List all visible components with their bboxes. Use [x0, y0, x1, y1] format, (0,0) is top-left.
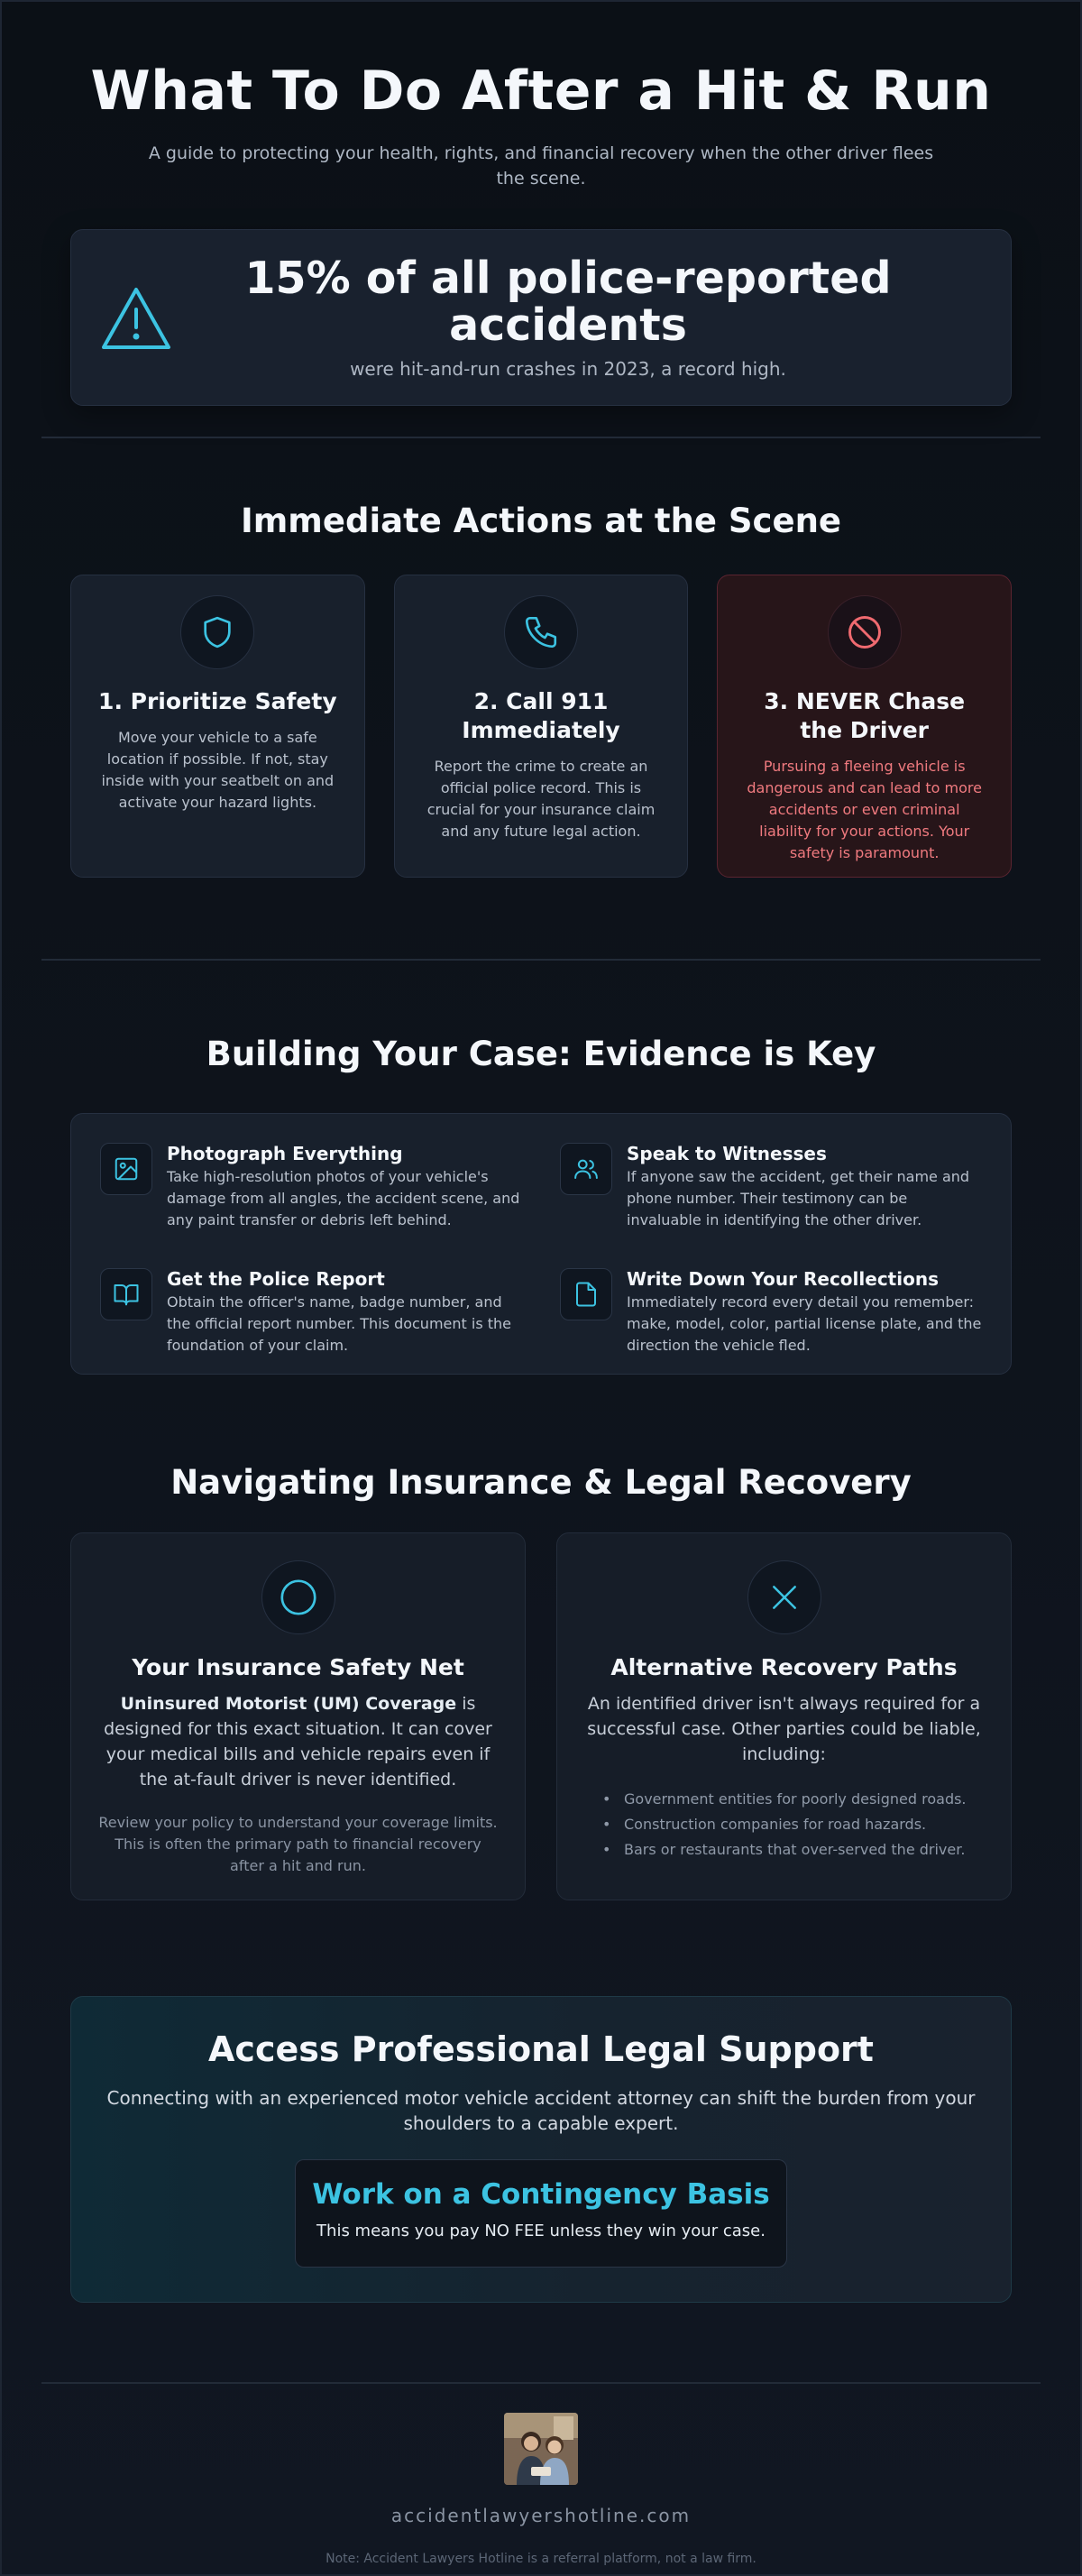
action-card-never-chase: 3. NEVER Chase the Driver Pursuing a fle… [717, 575, 1013, 878]
action-card-title: 3. NEVER Chase the Driver [764, 688, 966, 743]
evidence-item-title: Get the Police Report [167, 1268, 385, 1290]
page-subtitle: A guide to protecting your health, right… [148, 143, 934, 189]
divider [41, 437, 1041, 438]
stat-text: 15% of all police-reported accidents wer… [71, 253, 1011, 381]
list-item: Construction companies for road hazards. [602, 1812, 984, 1837]
users-icon [560, 1143, 612, 1195]
site-domain: accidentlawyershotline.com [390, 2505, 692, 2526]
recovery-title: Navigating Insurance & Legal Recovery [170, 1463, 912, 1502]
evidence-card: Photograph Everything Take high-resoluti… [70, 1113, 1012, 1375]
immediate-actions-title: Immediate Actions at the Scene [240, 501, 842, 540]
disclaimer: Note: Accident Lawyers Hotline is a refe… [326, 2552, 756, 2566]
hero: What To Do After a Hit & Run A guide to … [41, 2, 1041, 191]
evidence-item-witnesses: Speak to Witnesses If anyone saw the acc… [560, 1143, 982, 1248]
image-icon [100, 1143, 152, 1195]
action-card-title: 2. Call 911 Immediately [462, 688, 620, 743]
cta-text: Connecting with an experienced motor veh… [106, 2087, 976, 2134]
evidence-item-text: Take high-resolution photos of your vehi… [167, 1168, 520, 1228]
liable-parties-list: Government entities for poorly designed … [584, 1787, 984, 1863]
evidence-item-text: If anyone saw the accident, get their na… [627, 1168, 970, 1228]
action-card-title: 1. Prioritize Safety [98, 688, 337, 714]
insurance-note: Review your policy to understand your co… [98, 1814, 498, 1874]
list-item: Bars or restaurants that over-served the… [602, 1837, 984, 1863]
insurance-body: Uninsured Motorist (UM) Coverage is desi… [98, 1691, 498, 1792]
contingency-box: Work on a Contingency Basis This means y… [295, 2159, 787, 2268]
um-coverage-label: Uninsured Motorist (UM) Coverage [120, 1694, 457, 1714]
insurance-text: is designed for this exact situation. It… [104, 1694, 492, 1789]
alternative-recovery-card: Alternative Recovery Paths An identified… [556, 1532, 1012, 1900]
recovery-section: Your Insurance Safety Net Uninsured Moto… [70, 1532, 1012, 1900]
insurance-title: Your Insurance Safety Net [132, 1654, 464, 1680]
file-icon [560, 1268, 612, 1320]
book-icon [100, 1268, 152, 1320]
action-card-text: Move your vehicle to a safe location if … [101, 729, 335, 811]
immediate-actions: 1. Prioritize Safety Move your vehicle t… [70, 575, 1013, 878]
stat-caption: were hit-and-run crashes in 2023, a reco… [350, 358, 786, 380]
legal-support-card: Access Professional Legal Support Connec… [70, 1996, 1012, 2303]
evidence-item-title: Photograph Everything [167, 1143, 403, 1164]
evidence-item-police-report: Get the Police Report Obtain the officer… [100, 1268, 522, 1374]
evidence-item-photos: Photograph Everything Take high-resoluti… [100, 1143, 522, 1248]
evidence-item-title: Speak to Witnesses [627, 1143, 827, 1164]
evidence-item-text: Immediately record every detail you reme… [627, 1293, 982, 1354]
divider [41, 959, 1041, 961]
shield-icon [180, 595, 255, 669]
insurance-card: Your Insurance Safety Net Uninsured Moto… [70, 1532, 526, 1900]
list-item: Government entities for poorly designed … [602, 1787, 984, 1812]
evidence-item-recollections: Write Down Your Recollections Immediatel… [560, 1268, 982, 1374]
contingency-title: Work on a Contingency Basis [312, 2178, 770, 2211]
page-title: What To Do After a Hit & Run [90, 60, 992, 123]
contingency-text: This means you pay NO FEE unless they wi… [316, 2222, 766, 2240]
action-card-safety: 1. Prioritize Safety Move your vehicle t… [70, 575, 365, 878]
alternative-text: An identified driver isn't always requir… [587, 1694, 981, 1764]
action-card-text: Pursuing a fleeing vehicle is dangerous … [747, 758, 982, 861]
action-card-text: Report the crime to create an official p… [426, 758, 656, 840]
circle-icon [261, 1560, 335, 1634]
evidence-item-title: Write Down Your Recollections [627, 1268, 939, 1290]
divider [41, 2382, 1041, 2384]
footer: accidentlawyershotline.com Note: Acciden… [41, 2413, 1041, 2566]
phone-icon [504, 595, 578, 669]
stat-headline: 15% of all police-reported accidents [244, 253, 892, 351]
x-icon [747, 1560, 821, 1634]
evidence-title: Building Your Case: Evidence is Key [206, 1035, 876, 1073]
photo-thumbnail [504, 2413, 578, 2485]
prohibited-icon [827, 595, 902, 669]
evidence-item-text: Obtain the officer's name, badge number,… [167, 1293, 511, 1354]
warning-triangle-icon [100, 286, 172, 351]
alternative-title: Alternative Recovery Paths [610, 1654, 958, 1680]
stat-card: 15% of all police-reported accidents wer… [70, 229, 1012, 406]
action-card-call: 2. Call 911 Immediately Report the crime… [393, 575, 689, 878]
cta-title: Access Professional Legal Support [208, 2029, 874, 2069]
